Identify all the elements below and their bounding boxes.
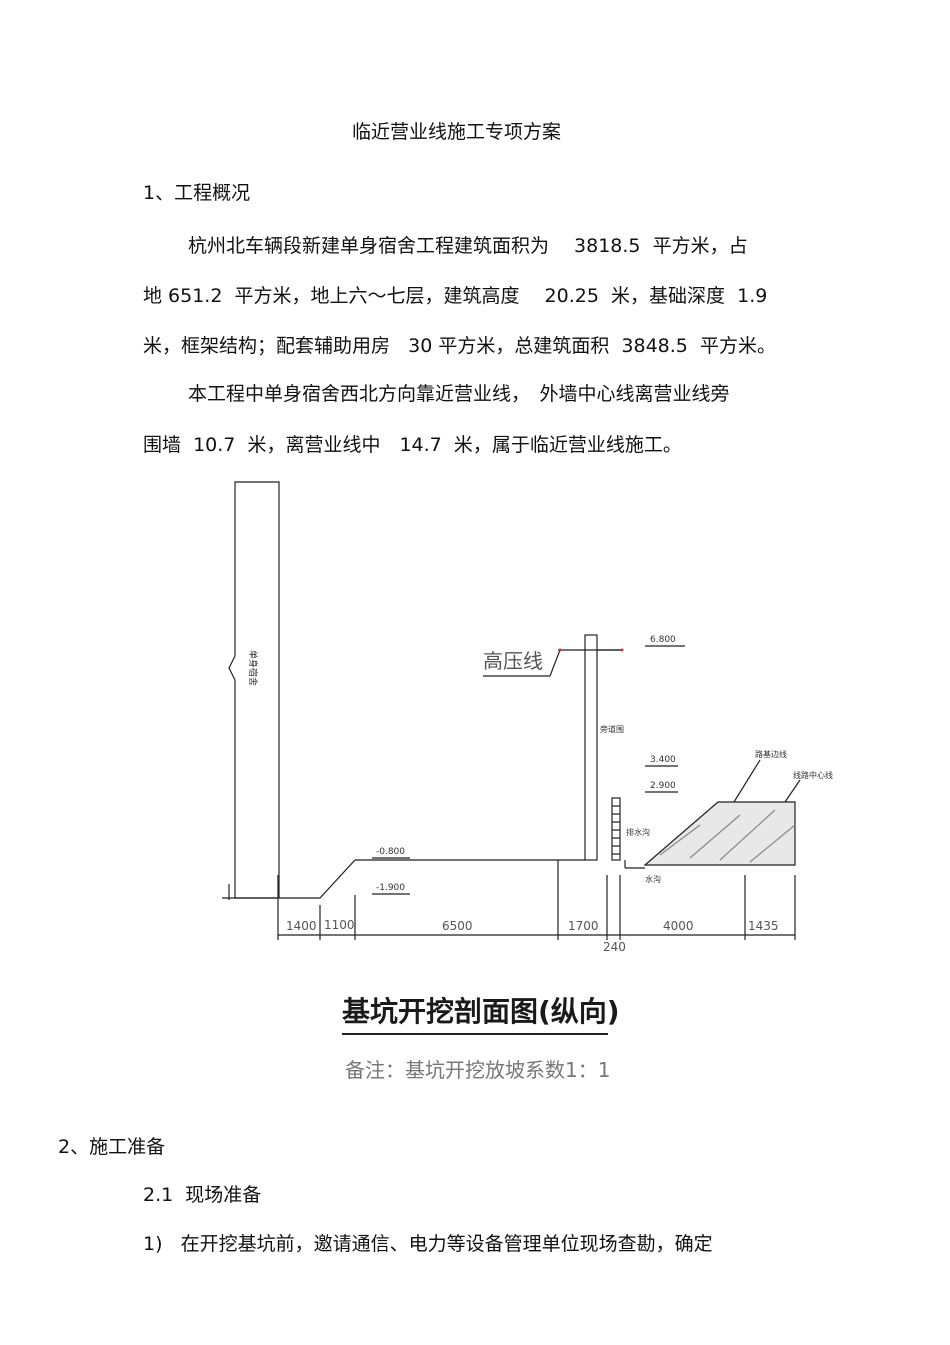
paragraph-line: 本工程中单身宿舍西北方向靠近营业线， 外墙中心线离营业线旁 xyxy=(188,383,730,405)
elevation-label: -0.800 xyxy=(376,847,405,857)
rail-tag: 线路中心线 xyxy=(793,770,833,780)
building-label: 单身宿舍 xyxy=(247,650,259,686)
dimension-label: 1400 xyxy=(286,919,317,933)
fence-tag: 旁道围 xyxy=(600,724,624,734)
elevation-label: 3.400 xyxy=(650,755,676,765)
drawing-caption: 基坑开挖剖面图(纵向) xyxy=(342,995,620,1028)
section-heading: 2、施工准备 xyxy=(58,1136,166,1158)
elevation-label: -1.900 xyxy=(376,883,405,893)
dimension-label: 1700 xyxy=(568,919,599,933)
dimension-label: 240 xyxy=(603,940,626,954)
dimension-label: 1100 xyxy=(324,918,355,932)
section-drawing: 单身宿舍 6.800 3.400 2.900 -0.800 -1.900 旁道围… xyxy=(0,470,950,970)
paragraph-line: 米，框架结构；配套辅助用房 30 平方米，总建筑面积 3848.5 平方米。 xyxy=(143,335,776,357)
elevation-label: 2.900 xyxy=(650,781,676,791)
section-heading: 1、工程概况 xyxy=(143,182,251,204)
excavation-section-svg: 单身宿舍 6.800 3.400 2.900 -0.800 -1.900 旁道围… xyxy=(222,481,833,954)
dimension-label: 6500 xyxy=(442,919,473,933)
dimension-label: 4000 xyxy=(663,919,694,933)
subsection-heading: 2.1 现场准备 xyxy=(143,1184,262,1206)
caption-underline xyxy=(342,1033,608,1035)
paragraph-line: 杭州北车辆段新建单身宿舍工程建筑面积为 3818.5 平方米，占 xyxy=(188,235,748,257)
list-item: 1) 在开挖基坑前，邀请通信、电力等设备管理单位现场查勘，确定 xyxy=(143,1233,713,1255)
ditch-tag: 水沟 xyxy=(645,874,661,884)
elevation-label: 6.800 xyxy=(650,635,676,645)
ground-tag: 路基边线 xyxy=(755,749,787,759)
dimension-label: 1435 xyxy=(748,919,779,933)
drawing-note: 备注：基坑开挖放坡系数1：1 xyxy=(345,1058,611,1082)
paragraph-line: 地 651.2 平方米，地上六～七层，建筑高度 20.25 米，基础深度 1.9 xyxy=(143,285,768,307)
page-title: 临近营业线施工专项方案 xyxy=(352,121,562,143)
hv-line-label: 高压线 xyxy=(483,649,543,673)
paragraph-line: 围墙 10.7 米，离营业线中 14.7 米，属于临近营业线施工。 xyxy=(143,434,682,456)
drain-tag: 排水沟 xyxy=(626,827,650,837)
